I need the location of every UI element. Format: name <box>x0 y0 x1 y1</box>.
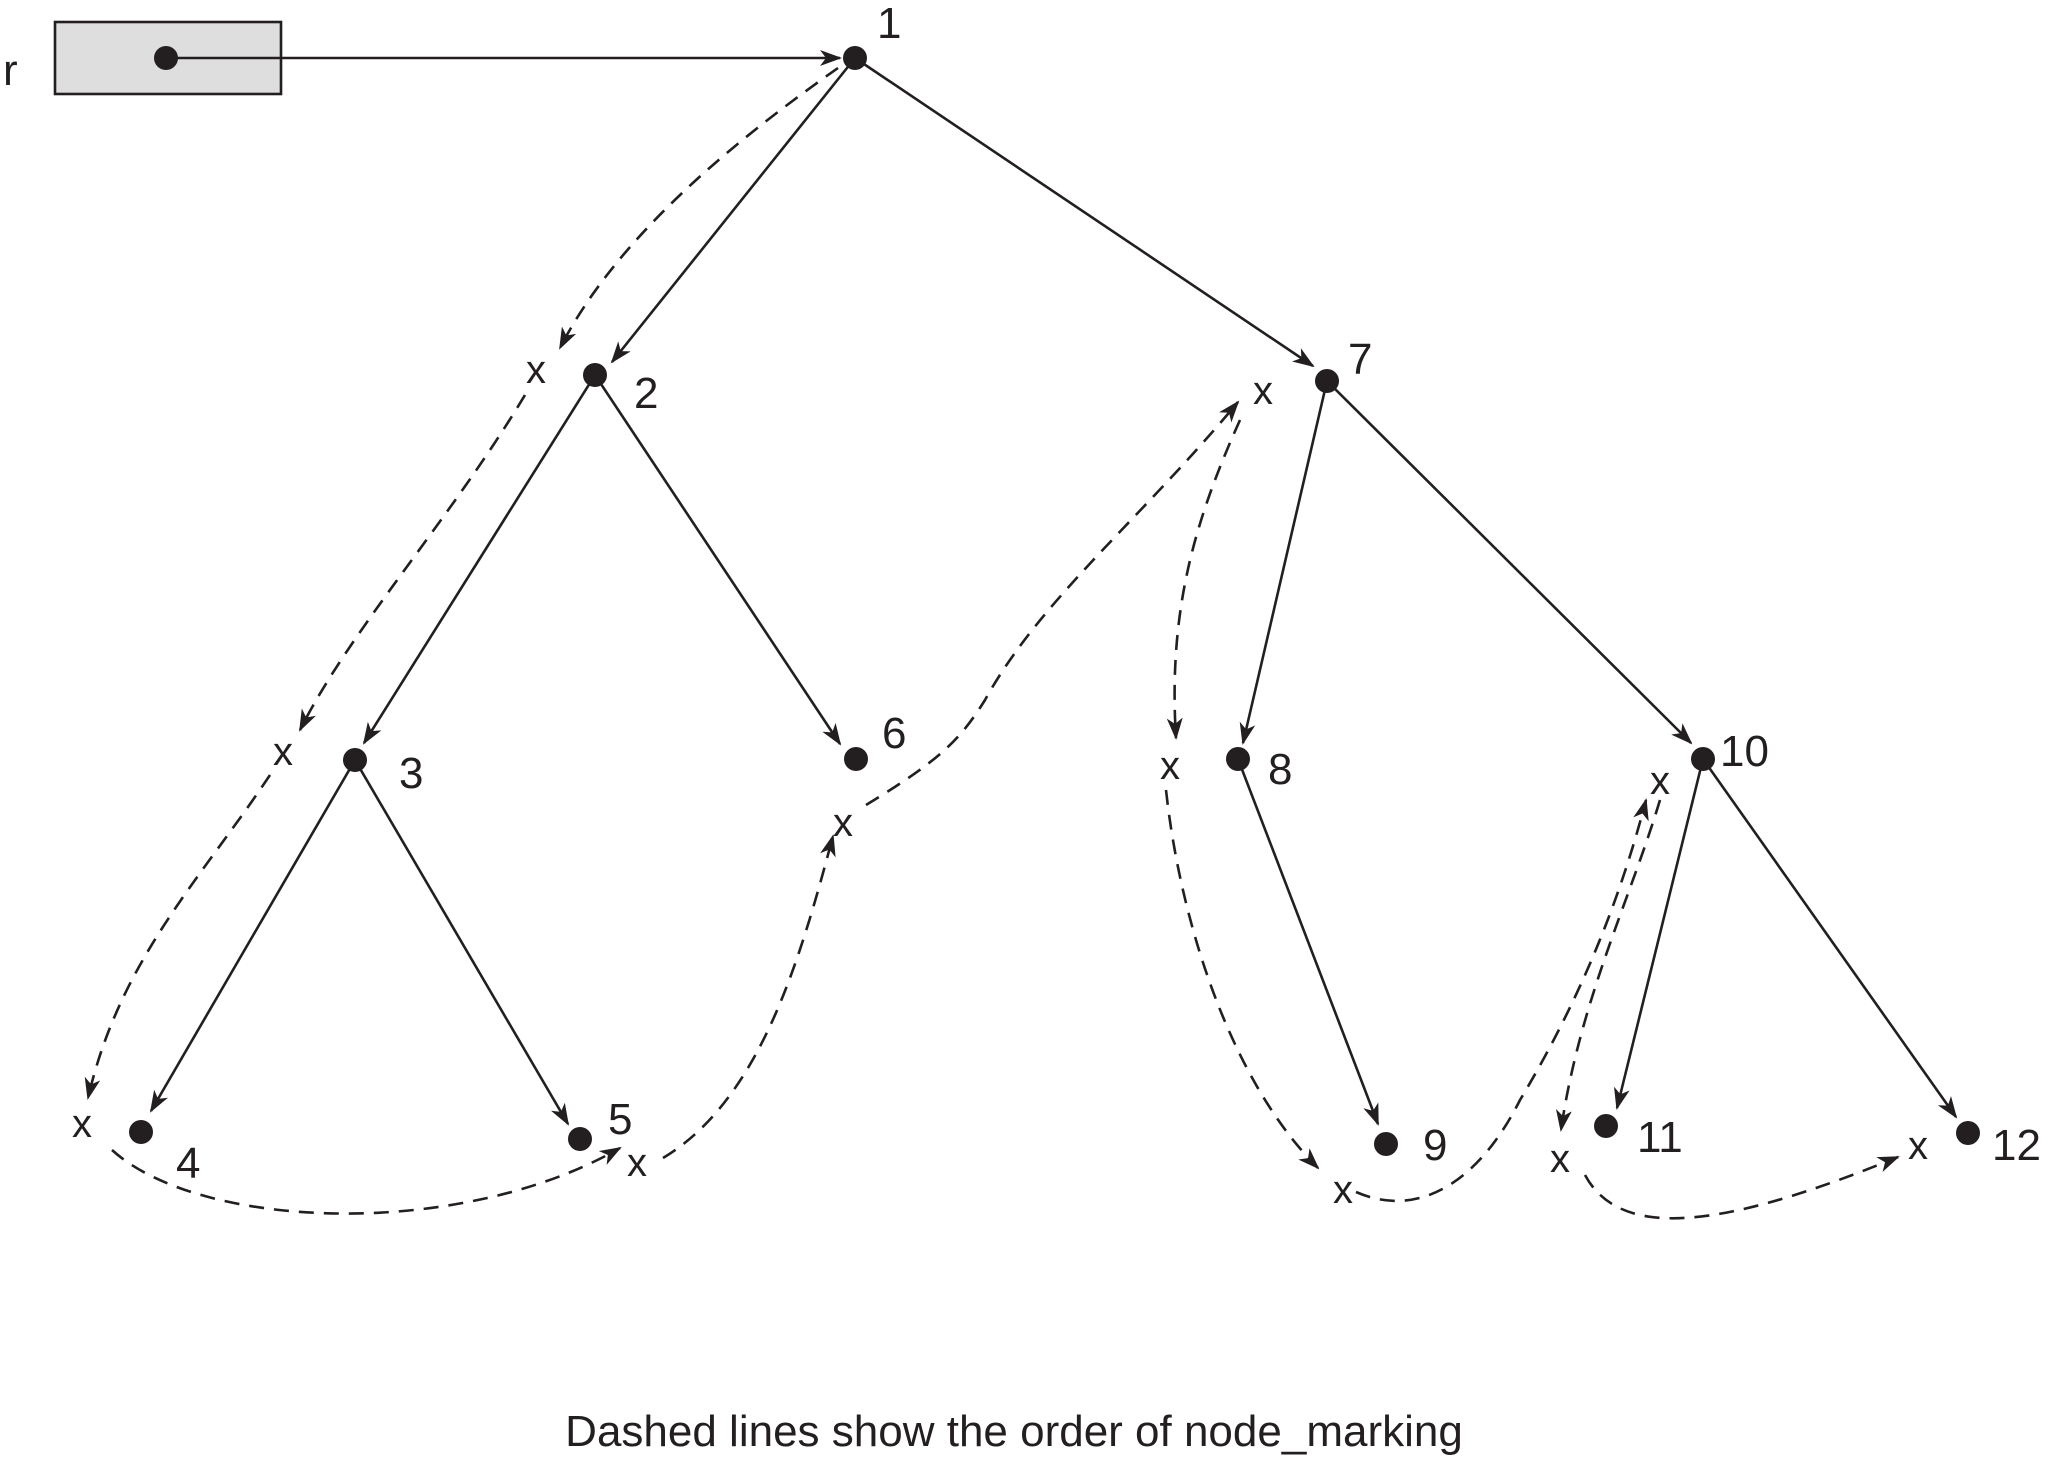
visit-11-to-12 <box>1583 1155 1900 1220</box>
x-mark: x <box>1650 759 1670 803</box>
node-labels: 1 2 3 4 5 6 7 8 9 10 11 12 <box>176 0 2041 1188</box>
visit-2-to-3 <box>298 394 527 732</box>
visit-1-to-2 <box>558 66 839 350</box>
x-mark: x <box>627 1141 647 1185</box>
visit-3-to-4 <box>84 774 272 1100</box>
edge-3-4 <box>149 759 357 1113</box>
x-mark: x <box>1333 1168 1353 1212</box>
visit-4-to-5 <box>111 1146 622 1215</box>
node-label: 4 <box>176 1139 200 1188</box>
visit-10-to-11 <box>1555 799 1662 1132</box>
node-label: 6 <box>882 709 906 758</box>
marking-x-marks: x x x x x x x x x x x <box>72 348 1928 1212</box>
node-label: 12 <box>1992 1121 2041 1170</box>
edge-8-9 <box>1236 758 1380 1126</box>
visit-8-to-9 <box>1164 789 1320 1170</box>
x-mark: x <box>1160 744 1180 788</box>
edge-2-3 <box>362 374 597 745</box>
tree-nodes <box>129 46 1980 1156</box>
node-label: 10 <box>1720 727 1769 776</box>
node-3-dot <box>343 748 367 772</box>
x-mark: x <box>1908 1124 1928 1168</box>
node-label: 9 <box>1423 1121 1447 1170</box>
node-label: 2 <box>634 369 658 418</box>
x-mark: x <box>1253 369 1273 413</box>
edge-2-6 <box>593 374 842 746</box>
node-label: 1 <box>877 0 901 48</box>
node-7-dot <box>1315 369 1339 393</box>
node-10-dot <box>1691 747 1715 771</box>
x-mark: x <box>72 1102 92 1146</box>
tree-edges <box>149 50 1958 1126</box>
node-label: 7 <box>1348 335 1372 384</box>
node-1-dot <box>843 46 867 70</box>
visit-5-to-6 <box>662 834 836 1160</box>
node-label: 5 <box>608 1095 632 1144</box>
node-label: 3 <box>399 749 423 798</box>
node-8-dot <box>1226 747 1250 771</box>
node-label: 8 <box>1268 745 1292 794</box>
edge-10-12 <box>1701 758 1958 1119</box>
root-pointer-label: r <box>3 46 18 95</box>
x-mark: x <box>1550 1137 1570 1181</box>
visit-9-to-10 <box>1355 798 1649 1203</box>
node-5-dot <box>568 1127 592 1151</box>
node-4-dot <box>129 1120 153 1144</box>
caption: Dashed lines show the order of node_mark… <box>565 1407 1463 1456</box>
node-label: 11 <box>1637 1113 1683 1162</box>
edge-1-7 <box>854 56 1315 368</box>
node-6-dot <box>844 747 868 771</box>
edge-7-10 <box>1326 380 1693 745</box>
edge-10-11 <box>1614 758 1705 1110</box>
x-mark: x <box>273 730 293 774</box>
node-2-dot <box>583 363 607 387</box>
node-11-dot <box>1594 1114 1618 1138</box>
node-12-dot <box>1956 1121 1980 1145</box>
visit-7-to-8 <box>1166 419 1242 740</box>
edge-7-8 <box>1239 380 1329 745</box>
marking-order-path <box>84 66 1900 1220</box>
visit-6-to-7 <box>865 400 1240 807</box>
node-9-dot <box>1374 1132 1398 1156</box>
edge-3-5 <box>353 759 570 1126</box>
edge-1-2 <box>610 57 857 364</box>
x-mark: x <box>526 348 546 392</box>
x-mark: x <box>833 801 853 845</box>
